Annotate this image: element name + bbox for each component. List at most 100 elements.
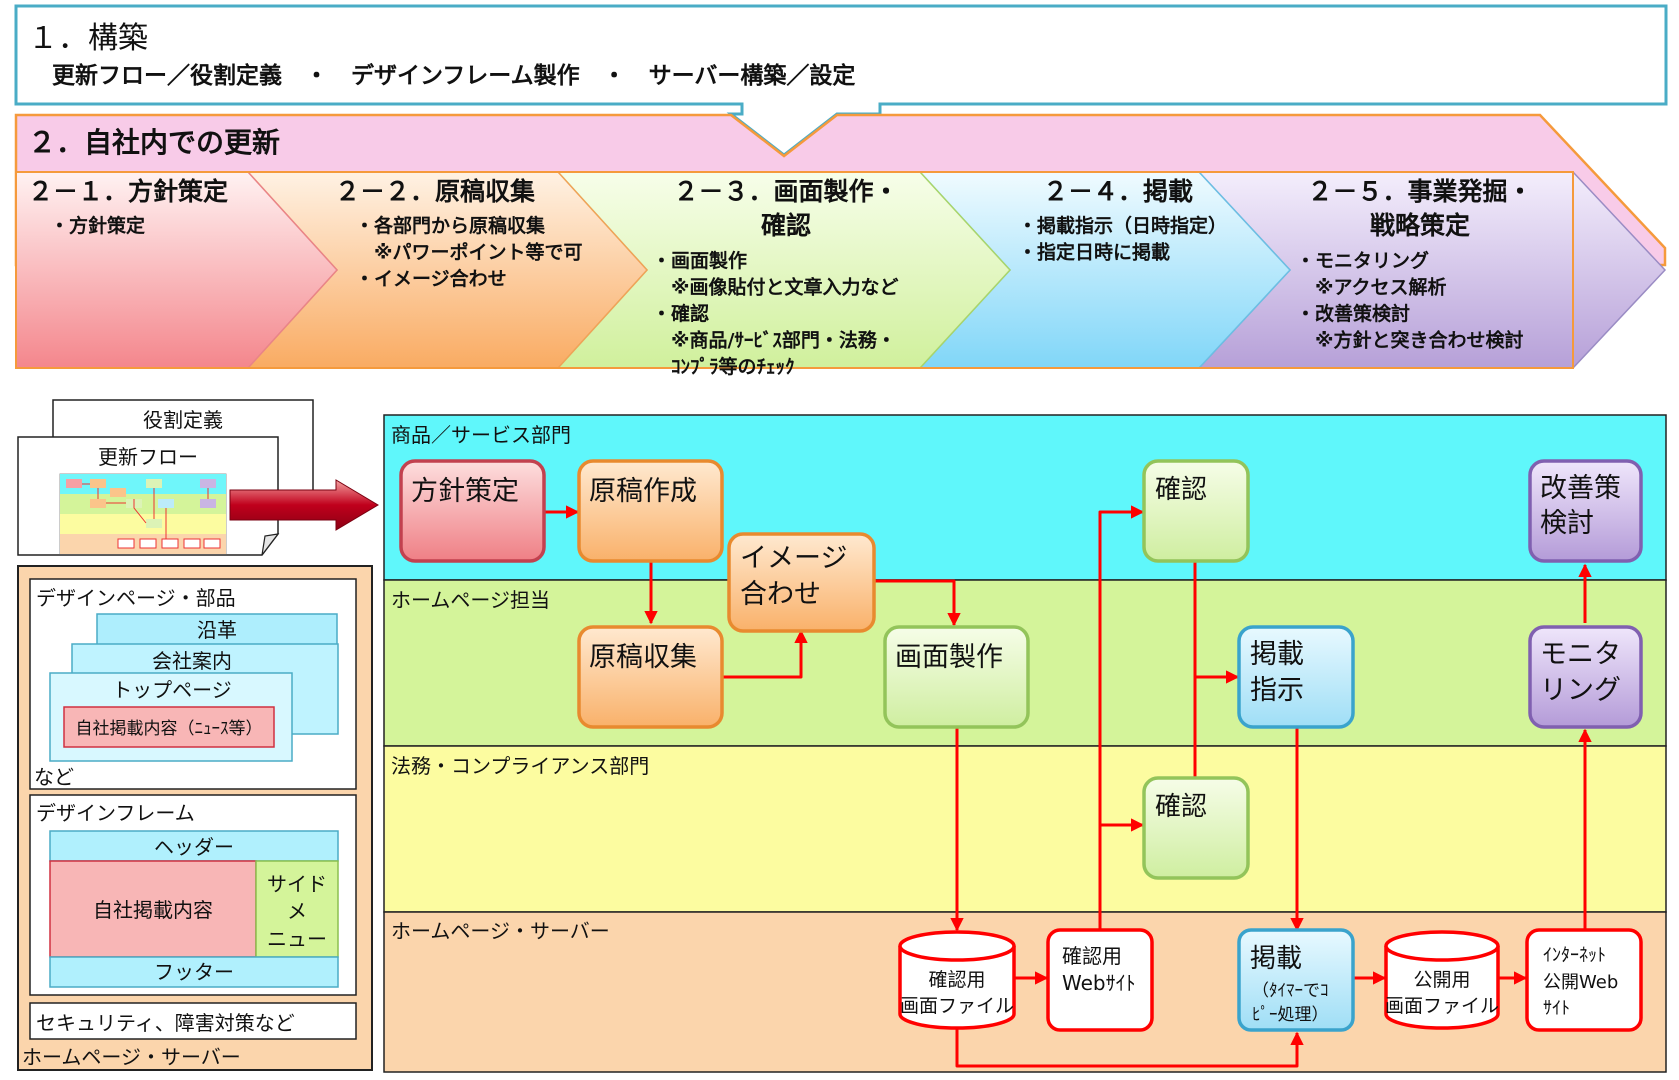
node-keisai-sub-line2: ﾋﾟｰ処理） bbox=[1252, 1005, 1329, 1025]
phase-3-item-5: ｺﾝﾌﾟﾗ等のﾁｪｯｸ bbox=[652, 355, 795, 378]
node-site-public bbox=[1525, 928, 1643, 1032]
node-kakunin-top bbox=[1142, 459, 1250, 563]
phase-3-title-line2: 確認 bbox=[761, 211, 811, 240]
node-genko-shushu-label: 原稿収集 bbox=[589, 642, 697, 673]
phase-1-title-line1: ２－１．方針策定 bbox=[28, 177, 228, 206]
phase-2-item-3: ・イメージ合わせ bbox=[355, 267, 507, 290]
phase-3-item-2: ※画像貼付と文章入力など bbox=[652, 276, 898, 299]
edge-site-kakunin-top bbox=[1098, 505, 1145, 932]
node-hoshin-label: 方針策定 bbox=[411, 476, 519, 507]
design-pages-title: デザインページ・部品 bbox=[36, 586, 236, 610]
frame-footer-label: フッター bbox=[154, 960, 234, 984]
own-content-chip bbox=[63, 706, 275, 748]
lane-web-staff-label: ホームページ担当 bbox=[391, 588, 550, 612]
phase-2-item-2: ※パワーポイント等で可 bbox=[355, 241, 582, 264]
node-site-public-line3: ｻｲﾄ bbox=[1543, 998, 1570, 1019]
phase-3-title-line1: ２－３．画面製作・ bbox=[673, 177, 898, 206]
frame-side-menu-line2: メ bbox=[287, 899, 307, 923]
lane-product bbox=[383, 414, 1667, 581]
phase-5-item-3: ・改善策検討 bbox=[1296, 302, 1410, 325]
page-card-enkaku-label: 沿革 bbox=[197, 618, 237, 642]
node-monitoring bbox=[1528, 625, 1643, 729]
node-gamen bbox=[883, 625, 1030, 729]
node-genko-shushu bbox=[577, 625, 724, 729]
roles-to-flow-arrow bbox=[229, 479, 379, 531]
phase-5-item-4: ※方針と突き合わせ検討 bbox=[1296, 329, 1523, 352]
node-keisai-shiji bbox=[1237, 625, 1355, 729]
section1-title: １．構築 bbox=[28, 21, 148, 56]
phase-5-title-line2: 戦略策定 bbox=[1370, 211, 1470, 240]
node-monitoring-line1: モニタ bbox=[1540, 639, 1621, 670]
node-image-line1: イメージ bbox=[740, 543, 847, 574]
phase-3-item-3: ・確認 bbox=[652, 302, 709, 325]
section2-title: ２．自社内での更新 bbox=[28, 126, 280, 159]
frame-header-label: ヘッダー bbox=[154, 835, 234, 859]
phase-4-item-2: ・指定日時に掲載 bbox=[1018, 241, 1170, 264]
phase-row-frame bbox=[15, 171, 1574, 369]
frame-side-menu-line3: ニュー bbox=[267, 927, 327, 951]
node-keisai-main bbox=[1237, 928, 1355, 1032]
left-panel-footer-label: ホームページ・サーバー bbox=[22, 1045, 241, 1069]
phase-5-title-line1: ２－５．事業発掘・ bbox=[1307, 177, 1532, 206]
node-site-confirm-line1: 確認用 bbox=[1062, 944, 1122, 968]
node-db-public-line1: 公開用 bbox=[1413, 969, 1470, 991]
lane-server-label: ホームページ・サーバー bbox=[391, 919, 610, 943]
phase-2-item-1: ・各部門から原稿収集 bbox=[355, 214, 546, 237]
node-kaizen-line1: 改善策 bbox=[1540, 473, 1621, 504]
node-site-confirm-line2: Webｻｲﾄ bbox=[1062, 971, 1136, 995]
security-box bbox=[29, 1002, 357, 1040]
node-db-public bbox=[1384, 930, 1500, 1030]
node-kakunin-bottom-label: 確認 bbox=[1155, 792, 1207, 822]
node-db-confirm-line1: 確認用 bbox=[928, 969, 985, 991]
node-monitoring-line2: リング bbox=[1540, 675, 1621, 706]
node-db-confirm-line2: 画面ファイル bbox=[900, 995, 1014, 1017]
node-db-public-line2: 画面ファイル bbox=[1385, 995, 1499, 1017]
edge-db-keisai-bottom bbox=[955, 1028, 1304, 1068]
phase-4-item-1: ・掲載指示（日時指定） bbox=[1018, 214, 1227, 237]
lane-legal bbox=[383, 745, 1667, 913]
connectors bbox=[545, 505, 1592, 1068]
node-site-public-line2: 公開Web bbox=[1543, 972, 1618, 993]
node-kaizen bbox=[1528, 459, 1643, 563]
node-gamen-label: 画面製作 bbox=[895, 642, 1003, 673]
lane-product-label: 商品／サービス部門 bbox=[391, 423, 571, 447]
flow-thumbnail bbox=[59, 473, 227, 555]
node-kaizen-line2: 検討 bbox=[1540, 508, 1594, 539]
frame-content-label: 自社掲載内容 bbox=[93, 898, 213, 922]
phase-5-item-2: ※アクセス解析 bbox=[1296, 276, 1447, 299]
node-labels: 方針策定 原稿作成 イメージ 合わせ 原稿収集 画面製作 確認 確認 掲載 指示… bbox=[411, 473, 1621, 1025]
page-card-company-label: 会社案内 bbox=[152, 649, 232, 673]
node-keisai-shiji-line2: 指示 bbox=[1250, 675, 1304, 706]
phase-5-item-1: ・モニタリング bbox=[1296, 249, 1429, 272]
frame-side-menu bbox=[255, 860, 339, 958]
node-db-confirm bbox=[898, 930, 1016, 1030]
edge-shushu-image bbox=[723, 629, 808, 679]
node-site-confirm bbox=[1046, 928, 1154, 1032]
security-label: セキュリティ、障害対策など bbox=[36, 1011, 295, 1035]
node-keisai-shiji-line1: 掲載 bbox=[1250, 639, 1304, 670]
node-image bbox=[727, 532, 876, 633]
phase-2-title-line1: ２－２．原稿収集 bbox=[335, 177, 536, 206]
node-genko-sakusei-label: 原稿作成 bbox=[589, 476, 697, 507]
phase-text-layer: ２－１．方針策定・方針策定 ２－２．原稿収集・各部門から原稿収集 ※パワーポイント… bbox=[28, 177, 1533, 378]
design-frame-title: デザインフレーム bbox=[36, 801, 195, 825]
role-doc-front-label: 更新フロー bbox=[98, 445, 198, 469]
page-card-top-label: トップページ bbox=[112, 678, 232, 702]
design-pages-etc: など bbox=[34, 765, 74, 789]
node-kakunin-top-label: 確認 bbox=[1155, 475, 1207, 505]
phase-4-title-line1: ２－４．掲載 bbox=[1043, 177, 1193, 206]
section1-subtitle: 更新フロー／役割定義 ・ デザインフレーム製作 ・ サーバー構築／設定 bbox=[52, 62, 855, 89]
frame-side-menu-line1: サイド bbox=[267, 872, 327, 896]
node-kakunin-bottom bbox=[1142, 776, 1250, 880]
own-content-chip-label: 自社掲載内容（ﾆｭｰｽ等） bbox=[76, 719, 263, 739]
node-site-public-line1: ｲﾝﾀｰﾈｯﾄ bbox=[1543, 945, 1606, 966]
role-doc-fold bbox=[261, 533, 280, 556]
phase-1-item-1: ・方針策定 bbox=[50, 214, 145, 237]
edge-image-gamen bbox=[875, 579, 961, 627]
role-doc-back-label: 役割定義 bbox=[143, 408, 223, 432]
lane-legal-label: 法務・コンプライアンス部門 bbox=[391, 754, 649, 778]
node-hoshin bbox=[399, 459, 546, 563]
node-keisai-main-label: 掲載 bbox=[1250, 944, 1302, 974]
frame-footer bbox=[49, 956, 339, 988]
